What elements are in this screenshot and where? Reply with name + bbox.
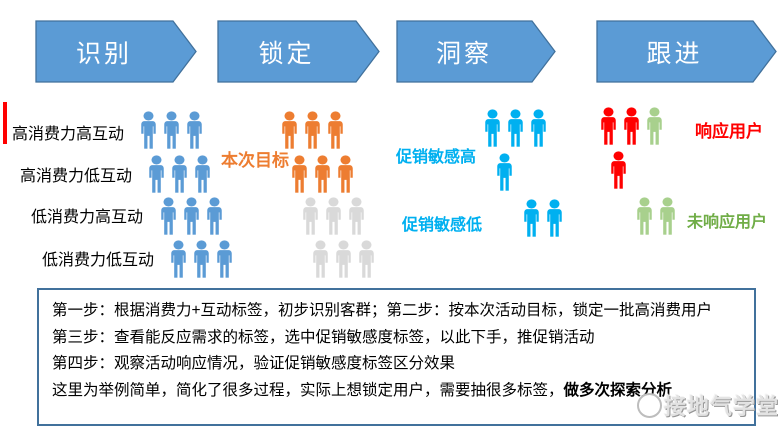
promo-high-label: 促销敏感高 <box>396 149 477 166</box>
chevron-arrow-shape <box>396 20 556 83</box>
person-icon <box>214 240 235 278</box>
person-group <box>521 199 565 237</box>
person-group <box>608 151 629 189</box>
person-icon <box>192 155 213 193</box>
red-mark <box>3 102 7 144</box>
person-icon <box>544 199 565 237</box>
person-icon <box>191 240 212 278</box>
person-icon <box>346 197 367 235</box>
person-group <box>289 155 356 193</box>
person-icon <box>505 109 526 147</box>
person-icon <box>634 197 655 235</box>
person-group <box>482 109 549 147</box>
segment-label-high-spend-high-engage: 高消费力高互动 <box>12 126 125 143</box>
funnel-step-identify: 识别 <box>35 20 197 83</box>
funnel-step-label: 锁定 <box>258 39 315 68</box>
funnel-step-followup: 跟进 <box>596 20 777 83</box>
segment-label-low-spend-high-engage: 低消费力高互动 <box>31 209 144 226</box>
person-icon <box>181 197 202 235</box>
person-group <box>138 111 205 149</box>
segment-label-low-spend-low-engage: 低消费力低互动 <box>42 252 155 269</box>
target-label: 本次目标 <box>221 151 289 170</box>
person-group <box>168 240 235 278</box>
person-group <box>279 111 346 149</box>
person-icon <box>312 155 333 193</box>
person-icon <box>279 111 300 149</box>
person-icon <box>333 240 354 278</box>
person-icon <box>169 155 190 193</box>
funnel-step-label: 洞察 <box>435 39 492 68</box>
funnel-step-lock: 锁定 <box>217 20 380 83</box>
person-icon <box>168 240 189 278</box>
person-icon <box>184 111 205 149</box>
person-icon <box>528 109 549 147</box>
person-group <box>300 197 367 235</box>
promo-low-label: 促销敏感低 <box>402 217 483 234</box>
person-group <box>598 107 665 145</box>
chevron-arrow-shape <box>217 20 380 83</box>
segment-label-high-spend-low-engage: 高消费力低互动 <box>20 168 133 185</box>
person-icon <box>310 240 331 278</box>
funnel-step-label: 识别 <box>75 39 132 68</box>
responded-label: 响应用户 <box>695 122 763 141</box>
note-line-4-text: 这里为举例简单，简化了很多过程，实际上想锁定用户，需要抽很多标签， <box>52 381 564 399</box>
person-icon <box>138 111 159 149</box>
note-line-2: 第三步：查看能反应需求的标签，选中促销敏感度标签，以此下手，推促销活动 <box>52 328 595 346</box>
person-icon <box>356 240 377 278</box>
person-group <box>146 155 213 193</box>
funnel-step-label: 跟进 <box>646 39 703 68</box>
person-icon <box>158 197 179 235</box>
watermark-text: 接地气学堂 <box>664 394 778 419</box>
person-icon <box>325 111 346 149</box>
watermark-logo-icon <box>637 392 662 418</box>
person-icon <box>608 151 629 189</box>
person-group <box>158 197 225 235</box>
person-icon <box>300 197 321 235</box>
person-icon <box>302 111 323 149</box>
person-icon <box>146 155 167 193</box>
not-responded-label: 未响应用户 <box>687 214 768 231</box>
person-icon <box>598 107 619 145</box>
person-group <box>634 197 678 235</box>
person-icon <box>289 155 310 193</box>
person-icon <box>482 109 503 147</box>
person-icon <box>621 107 642 145</box>
note-line-1: 第一步：根据消费力+互动标签，初步识别客群；第二步：按本次活动目标，锁定一批高消… <box>52 302 713 319</box>
funnel-step-insight: 洞察 <box>396 20 556 83</box>
person-icon <box>644 107 665 145</box>
person-icon <box>494 153 515 191</box>
note-line-3: 第四步：观察活动响应情况，验证促销敏感度标签区分效果 <box>52 355 456 372</box>
steps-note-box: 第一步：根据消费力+互动标签，初步识别客群；第二步：按本次活动目标，锁定一批高消… <box>37 288 756 426</box>
chevron-arrow-shape <box>35 20 197 83</box>
chevron-arrow-shape <box>596 20 777 83</box>
person-icon <box>204 197 225 235</box>
person-icon <box>161 111 182 149</box>
person-group <box>310 240 377 278</box>
watermark: 接地气学堂 <box>637 389 778 421</box>
person-group <box>494 153 515 191</box>
person-icon <box>323 197 344 235</box>
person-icon <box>521 199 542 237</box>
person-icon <box>335 155 356 193</box>
person-icon <box>657 197 678 235</box>
